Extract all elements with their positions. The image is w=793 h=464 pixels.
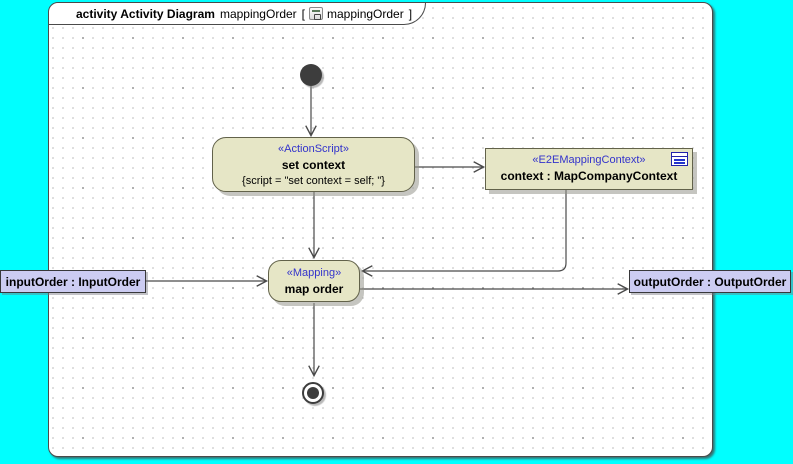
activity-diagram-icon [309,7,324,20]
input-parameter-label: inputOrder : InputOrder [5,274,141,289]
output-parameter-node[interactable]: outputOrder : OutputOrder [629,270,791,293]
properties-lines-icon[interactable] [671,152,688,166]
action-script-body: {script = "set context = self; "} [242,175,385,187]
activity-final-node[interactable] [302,382,324,404]
action-stereotype: «ActionScript» [278,143,349,155]
action-name: set context [281,158,346,172]
frame-title-diagram-ref: mappingOrder [327,6,404,21]
edge-context-to-map-order[interactable] [360,190,567,277]
output-parameter-label: outputOrder : OutputOrder [633,274,787,289]
mapping-name: map order [284,282,344,296]
diagram-frame: activity Activity Diagram mappingOrder [… [48,2,713,457]
context-stereotype: «E2EMappingContext» [532,154,646,166]
action-node-set-context[interactable]: «ActionScript» set context {script = "se… [212,137,415,192]
action-node-map-order[interactable]: «Mapping» map order [268,260,360,302]
frame-title-keyword: activity Activity Diagram [76,6,215,21]
input-parameter-node[interactable]: inputOrder : InputOrder [0,270,146,293]
frame-title-bracket-close: ] [408,6,413,21]
frame-title-diagram-name: mappingOrder [219,6,297,21]
context-node[interactable]: «E2EMappingContext» context : MapCompany… [485,148,693,190]
initial-node[interactable] [300,64,322,86]
frame-title-bracket-open: [ [301,6,306,21]
mapping-stereotype: «Mapping» [286,267,342,279]
diagram-frame-header[interactable]: activity Activity Diagram mappingOrder [… [49,3,426,25]
context-name: context : MapCompanyContext [500,169,678,183]
